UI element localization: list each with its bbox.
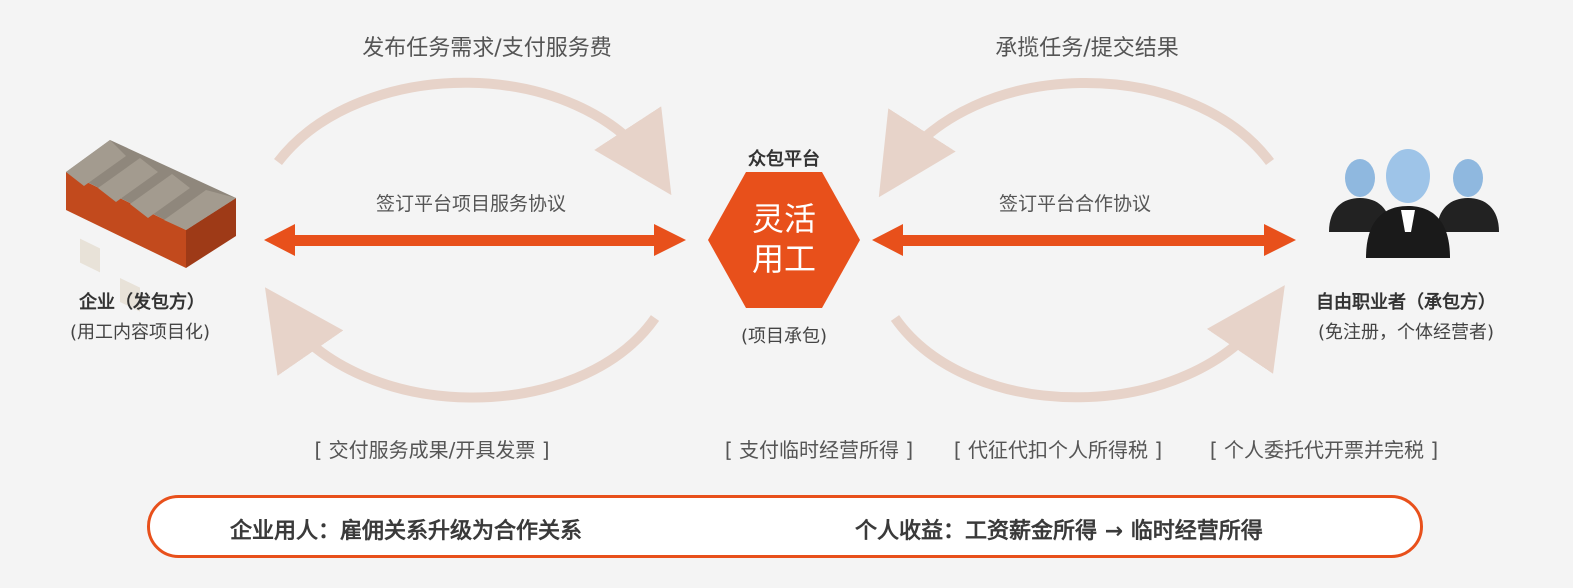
curve-arrow-top-left — [274, 77, 672, 196]
label-withhold-tax: [ 代征代扣个人所得税 ] — [953, 438, 1163, 462]
label-cooperation-agreement: 签订平台合作协议 — [998, 193, 1152, 215]
enterprise-subtitle: (用工内容项目化) — [69, 322, 211, 343]
platform-hex-line1: 灵活 — [751, 200, 817, 238]
platform-hex-line2: 用工 — [751, 240, 817, 278]
summary-enterprise: 企业用人：雇佣关系升级为合作关系 — [230, 519, 583, 544]
summary-box — [147, 495, 1423, 558]
label-project-service-agreement: 签订平台项目服务协议 — [375, 193, 567, 215]
label-undertake-task: 承揽任务/提交结果 — [995, 36, 1179, 61]
label-invoice-tax: [ 个人委托代开票并完税 ] — [1209, 438, 1439, 462]
enterprise-title: 企业（发包方） — [79, 292, 205, 313]
factory-icon — [66, 140, 236, 312]
curve-arrow-bottom-right — [890, 285, 1285, 403]
platform-caption: 众包平台 — [748, 149, 820, 170]
freelancer-subtitle: (免注册，个体经营者) — [1317, 322, 1495, 343]
label-pay-income: [ 支付临时经营所得 ] — [724, 438, 914, 462]
double-arrow-left — [264, 224, 686, 256]
label-post-task: 发布任务需求/支付服务费 — [362, 36, 612, 61]
platform-hexagon — [708, 172, 860, 308]
freelancer-title: 自由职业者（承包方） — [1316, 292, 1496, 313]
curve-arrow-bottom-left — [264, 287, 660, 403]
platform-subtitle: (项目承包) — [740, 326, 828, 347]
label-deliver-invoice: [ 交付服务成果/开具发票 ] — [314, 438, 550, 462]
curve-arrow-top-right — [878, 77, 1275, 198]
double-arrow-right — [872, 224, 1296, 256]
summary-personal: 个人收益：工资薪金所得 → 临时经营所得 — [855, 519, 1263, 544]
people-icon — [1329, 149, 1499, 258]
